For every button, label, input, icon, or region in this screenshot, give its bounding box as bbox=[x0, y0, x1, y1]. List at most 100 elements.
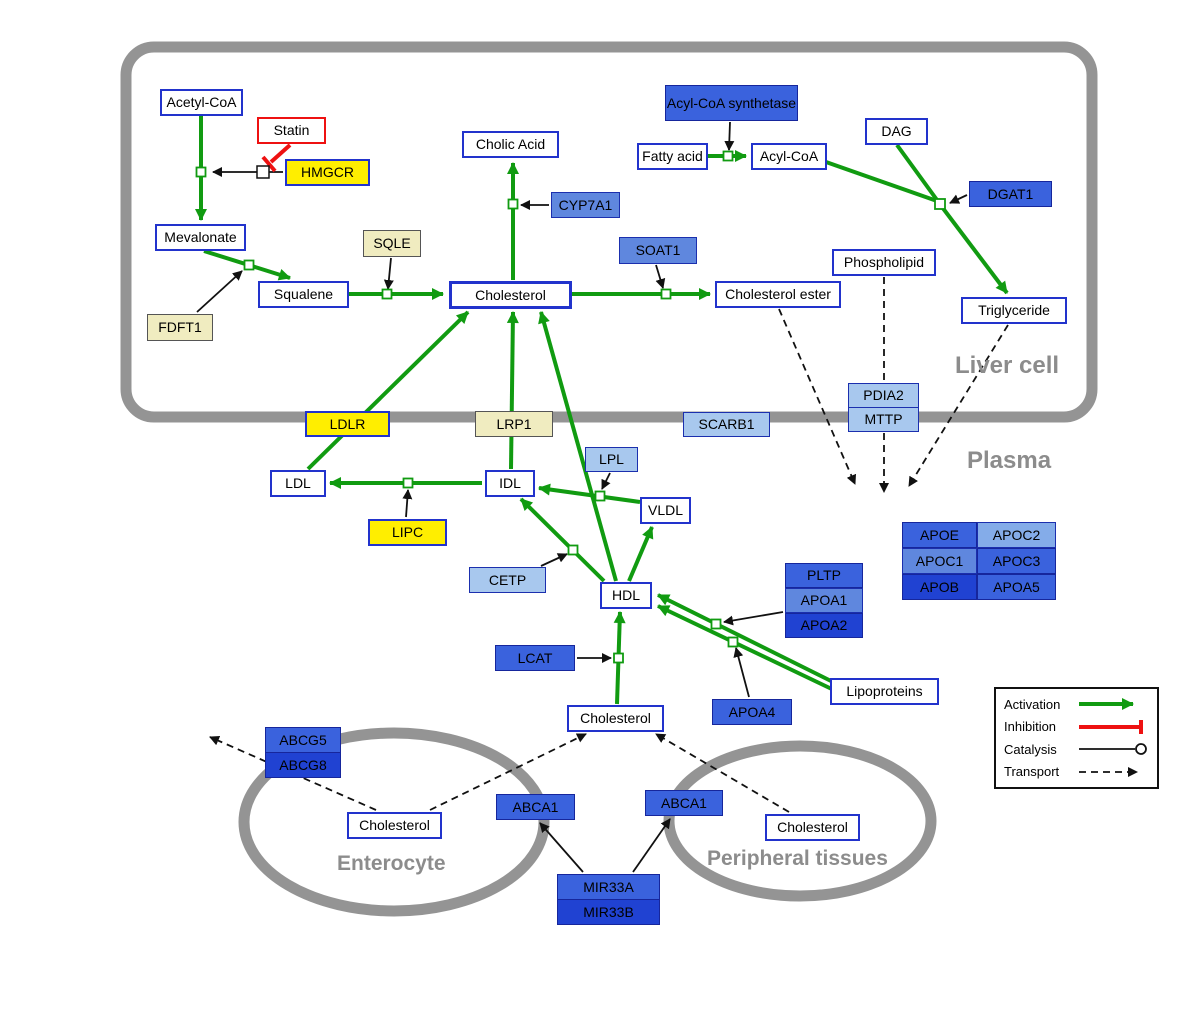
node-pdia2[interactable]: PDIA2 bbox=[848, 383, 919, 408]
edge-sqle-catalysis bbox=[383, 257, 394, 290]
edge-dag-to-dgat1-junction bbox=[895, 143, 939, 202]
edge-triglyceride-transport bbox=[908, 324, 1009, 487]
reaction-node-sqle bbox=[381, 288, 393, 300]
node-apoa1[interactable]: APOA1 bbox=[785, 588, 863, 613]
node-mir33b[interactable]: MIR33B bbox=[557, 899, 660, 925]
node-mevalonate[interactable]: Mevalonate bbox=[155, 224, 246, 251]
legend: Activation Inhibition Catalysis Transpor… bbox=[994, 687, 1159, 789]
node-apoa4[interactable]: APOA4 bbox=[712, 699, 792, 725]
node-acetyl-coa[interactable]: Acetyl-CoA bbox=[160, 89, 243, 116]
node-abcg8[interactable]: ABCG8 bbox=[265, 752, 341, 778]
node-cyp7a1[interactable]: CYP7A1 bbox=[551, 192, 620, 218]
legend-row-inhibition: Inhibition bbox=[1004, 719, 1149, 735]
node-soat1[interactable]: SOAT1 bbox=[619, 237, 697, 264]
edge-dgat1-catalysis bbox=[949, 194, 968, 204]
edge-fdft1-catalysis bbox=[196, 270, 243, 313]
edge-lipc-catalysis bbox=[402, 489, 413, 518]
node-lcat[interactable]: LCAT bbox=[495, 645, 575, 671]
node-fatty-acid[interactable]: Fatty acid bbox=[637, 143, 708, 170]
node-ldl[interactable]: LDL bbox=[270, 470, 326, 497]
node-hdl[interactable]: HDL bbox=[600, 582, 652, 609]
node-apoc1[interactable]: APOC1 bbox=[902, 548, 977, 574]
legend-transport-label: Transport bbox=[1004, 764, 1060, 780]
node-lrp1[interactable]: LRP1 bbox=[475, 411, 553, 437]
node-cetp[interactable]: CETP bbox=[469, 567, 546, 593]
node-vldl[interactable]: VLDL bbox=[640, 497, 691, 524]
reaction-node-lipc bbox=[402, 477, 414, 489]
edge-junction-to-triglyceride bbox=[940, 205, 1009, 295]
edge-mir33-to-abca1-enterocyte bbox=[539, 822, 584, 873]
reaction-node-apoa1-apoa2 bbox=[710, 618, 722, 630]
node-mttp[interactable]: MTTP bbox=[848, 407, 919, 432]
node-statin[interactable]: Statin bbox=[257, 117, 326, 144]
node-scarb1[interactable]: SCARB1 bbox=[683, 412, 770, 437]
node-apoa2[interactable]: APOA2 bbox=[785, 613, 863, 638]
edge-soat1-catalysis bbox=[655, 264, 666, 289]
node-cholesterol-peripheral[interactable]: Cholesterol bbox=[765, 814, 860, 841]
enterocyte-membrane bbox=[238, 727, 550, 917]
node-dgat1[interactable]: DGAT1 bbox=[969, 181, 1052, 207]
node-phospholipid[interactable]: Phospholipid bbox=[832, 249, 936, 276]
node-abca1-peripheral[interactable]: ABCA1 bbox=[645, 790, 723, 816]
node-apoc2[interactable]: APOC2 bbox=[977, 522, 1056, 548]
edge-apoa1-apoa2-catalysis bbox=[723, 611, 784, 626]
node-cholesterol-plasma[interactable]: Cholesterol bbox=[567, 705, 664, 732]
node-fdft1[interactable]: FDFT1 bbox=[147, 314, 213, 341]
edge-cetp-catalysis bbox=[540, 553, 568, 567]
node-apoe[interactable]: APOE bbox=[902, 522, 977, 548]
edge-lipoproteins-to-hdl-lower bbox=[657, 604, 839, 694]
liver-cell-label: Liver cell bbox=[955, 352, 1060, 379]
edge-ldl-to-cholesterol-via-ldlr bbox=[306, 310, 470, 471]
node-acyl-coa[interactable]: Acyl-CoA bbox=[751, 143, 827, 170]
node-apoc3[interactable]: APOC3 bbox=[977, 548, 1056, 574]
edge-hdl-to-cholesterol bbox=[538, 311, 618, 582]
edge-idl-to-cholesterol-via-lrp1 bbox=[506, 311, 519, 470]
legend-activation-label: Activation bbox=[1004, 696, 1061, 712]
reaction-node-lpl bbox=[594, 490, 606, 502]
node-cholesterol-liver[interactable]: Cholesterol bbox=[449, 281, 572, 309]
edge-apoa4-catalysis bbox=[733, 647, 750, 698]
node-mir33a[interactable]: MIR33A bbox=[557, 874, 660, 900]
node-lipc[interactable]: LIPC bbox=[368, 519, 447, 546]
node-hmgcr[interactable]: HMGCR bbox=[285, 159, 370, 186]
node-dag[interactable]: DAG bbox=[865, 118, 928, 145]
catalysis-circle-sample bbox=[1079, 743, 1147, 756]
liver-cell-membrane bbox=[120, 41, 1098, 423]
edge-hdl-to-vldl bbox=[627, 526, 654, 582]
edge-acylcoa-synthetase-catalysis bbox=[724, 121, 735, 151]
edge-vldl-to-idl bbox=[538, 483, 641, 504]
node-lpl[interactable]: LPL bbox=[585, 447, 638, 472]
node-idl[interactable]: IDL bbox=[485, 470, 535, 497]
reaction-node-apoa4 bbox=[727, 636, 739, 648]
node-cholesterol-ester[interactable]: Cholesterol ester bbox=[715, 281, 841, 308]
legend-catalysis-label: Catalysis bbox=[1004, 741, 1057, 757]
node-squalene[interactable]: Squalene bbox=[258, 281, 349, 308]
node-ldlr[interactable]: LDLR bbox=[305, 411, 390, 437]
edge-hdl-to-idl bbox=[519, 497, 606, 583]
reaction-node-acylcoa-synthetase bbox=[722, 150, 734, 162]
node-sqle[interactable]: SQLE bbox=[363, 230, 421, 257]
node-abcg5[interactable]: ABCG5 bbox=[265, 727, 341, 753]
activation-arrow-sample bbox=[1079, 698, 1134, 711]
edge-peripheral-cholesterol-to-plasma bbox=[655, 733, 790, 813]
legend-row-transport: Transport bbox=[1004, 764, 1149, 780]
reaction-node-dgat1 bbox=[934, 198, 946, 210]
reaction-node-lcat bbox=[613, 652, 624, 664]
node-pltp[interactable]: PLTP bbox=[785, 563, 863, 588]
node-apoa5[interactable]: APOA5 bbox=[977, 574, 1056, 600]
plasma-label: Plasma bbox=[967, 447, 1052, 474]
node-lipoproteins[interactable]: Lipoproteins bbox=[830, 678, 939, 705]
node-apob[interactable]: APOB bbox=[902, 574, 977, 600]
node-abca1-enterocyte[interactable]: ABCA1 bbox=[496, 794, 575, 820]
edge-enterocyte-cholesterol-to-plasma bbox=[429, 733, 587, 811]
node-cholic-acid[interactable]: Cholic Acid bbox=[462, 131, 559, 158]
node-triglyceride[interactable]: Triglyceride bbox=[961, 297, 1067, 324]
reaction-node-soat1 bbox=[660, 288, 672, 300]
edge-mir33-to-abca1-peripheral bbox=[632, 818, 671, 873]
node-acyl-coa-synthetase[interactable]: Acyl-CoA synthetase bbox=[665, 85, 798, 121]
reaction-node-hmgcr bbox=[195, 166, 207, 178]
edge-lipoproteins-to-hdl-upper bbox=[657, 593, 832, 683]
node-cholesterol-enterocyte[interactable]: Cholesterol bbox=[347, 812, 442, 839]
statin-inhibition-tbar bbox=[261, 155, 277, 173]
